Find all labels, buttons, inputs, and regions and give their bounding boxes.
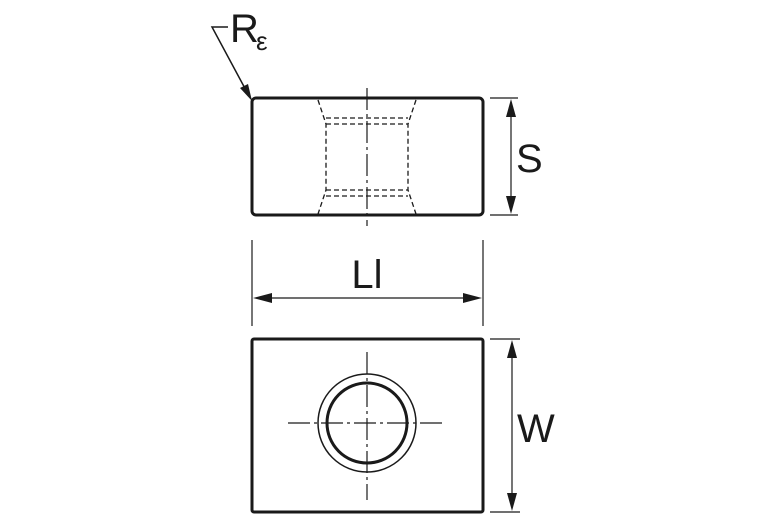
- corner-radius-leader: [210, 26, 249, 95]
- width-dimension: W: [490, 338, 555, 513]
- corner-radius-label: R: [230, 7, 259, 51]
- top-view: [250, 337, 485, 514]
- width-arrow-bottom: [507, 493, 517, 511]
- hidden-hole-left-flank: [317, 99, 327, 215]
- top-view-outline: [250, 337, 485, 514]
- thickness-arrow-top: [506, 99, 516, 117]
- hidden-hole-right-flank: [407, 99, 417, 215]
- corner-radius-callout: R ε: [210, 7, 268, 101]
- width-label: W: [517, 407, 555, 451]
- length-label: Ll: [351, 253, 382, 297]
- thickness-arrow-bottom: [506, 196, 516, 214]
- length-arrow-left: [253, 293, 272, 303]
- length-dimension: Ll: [251, 240, 484, 326]
- corner-radius-arrowhead: [240, 84, 252, 101]
- thickness-label: S: [516, 137, 543, 181]
- side-view: [250, 88, 485, 226]
- thickness-dimension: S: [490, 97, 543, 216]
- corner-radius-subscript: ε: [256, 26, 268, 56]
- width-arrow-top: [507, 340, 517, 358]
- length-arrow-right: [463, 293, 482, 303]
